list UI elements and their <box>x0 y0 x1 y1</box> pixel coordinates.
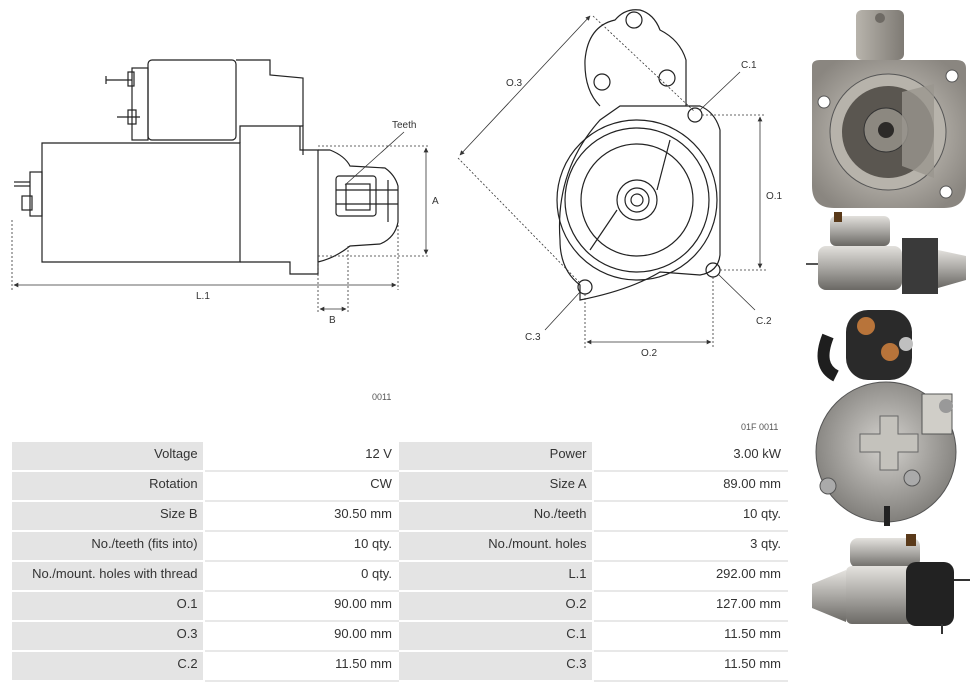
label-c1: C.1 <box>741 60 757 71</box>
spec-key: Power <box>396 440 594 472</box>
spec-key: O.1 <box>10 590 205 622</box>
scan-mark-left: 0011 <box>372 392 391 402</box>
label-l1: L.1 <box>196 291 210 302</box>
spec-value: 10 qty. <box>591 500 789 532</box>
scan-mark-right: 01F 0011 <box>741 422 778 430</box>
spec-key: Voltage <box>10 440 205 472</box>
spec-value: 10 qty. <box>202 530 399 562</box>
table-row: C.2 11.50 mm C.3 11.50 mm <box>10 650 789 682</box>
label-o3: O.3 <box>506 78 523 89</box>
technical-drawing: Teeth A L.1 B O.3 <box>11 9 783 430</box>
label-o1: O.1 <box>766 191 783 202</box>
spec-value: 90.00 mm <box>202 590 399 622</box>
spec-value: CW <box>202 470 399 502</box>
spec-key: C.2 <box>10 650 205 682</box>
table-row: No./mount. holes with thread 0 qty. L.1 … <box>10 560 789 592</box>
spec-key: C.1 <box>396 620 594 652</box>
spec-key: O.2 <box>396 590 594 622</box>
front-flange-photo <box>812 10 966 208</box>
table-row: Voltage 12 V Power 3.00 kW <box>10 440 789 472</box>
table-row: Size B 30.50 mm No./teeth 10 qty. <box>10 500 789 532</box>
side-view-drawing <box>14 59 399 275</box>
spec-key: L.1 <box>396 560 594 592</box>
spec-value: 11.50 mm <box>591 620 789 652</box>
spec-key: No./mount. holes with thread <box>10 560 205 592</box>
label-b: B <box>329 315 336 326</box>
side-view-photo <box>806 212 966 294</box>
spec-value: 11.50 mm <box>202 650 399 682</box>
spec-value: 127.00 mm <box>591 590 789 622</box>
spec-value: 89.00 mm <box>591 470 789 502</box>
spec-value: 90.00 mm <box>202 620 399 652</box>
front-view-drawing <box>556 9 721 301</box>
spec-key: C.3 <box>396 650 594 682</box>
spec-value: 11.50 mm <box>591 650 789 682</box>
spec-value: 292.00 mm <box>591 560 789 592</box>
label-c3: C.3 <box>525 332 541 343</box>
spec-value: 30.50 mm <box>202 500 399 532</box>
table-row: O.3 90.00 mm C.1 11.50 mm <box>10 620 789 652</box>
spec-key: No./mount. holes <box>396 530 594 562</box>
table-row: O.1 90.00 mm O.2 127.00 mm <box>10 590 789 622</box>
spec-key: No./teeth (fits into) <box>10 530 205 562</box>
spec-value: 3.00 kW <box>591 440 789 472</box>
label-c2: C.2 <box>756 316 772 327</box>
angled-view-photo <box>812 534 970 634</box>
spec-value: 3 qty. <box>591 530 789 562</box>
spec-key: Size B <box>10 500 205 532</box>
spec-key: Rotation <box>10 470 205 502</box>
rear-solenoid-photo <box>815 310 957 526</box>
spec-value: 12 V <box>202 440 399 472</box>
label-teeth: Teeth <box>392 120 416 131</box>
spec-key: No./teeth <box>396 500 594 532</box>
table-row: Rotation CW Size A 89.00 mm <box>10 470 789 502</box>
spec-value: 0 qty. <box>202 560 399 592</box>
table-row: No./teeth (fits into) 10 qty. No./mount.… <box>10 530 789 562</box>
specs-table: Voltage 12 V Power 3.00 kW Rotation CW S… <box>10 440 789 682</box>
label-o2: O.2 <box>641 348 658 359</box>
label-a: A <box>432 196 439 207</box>
spec-key: O.3 <box>10 620 205 652</box>
spec-key: Size A <box>396 470 594 502</box>
